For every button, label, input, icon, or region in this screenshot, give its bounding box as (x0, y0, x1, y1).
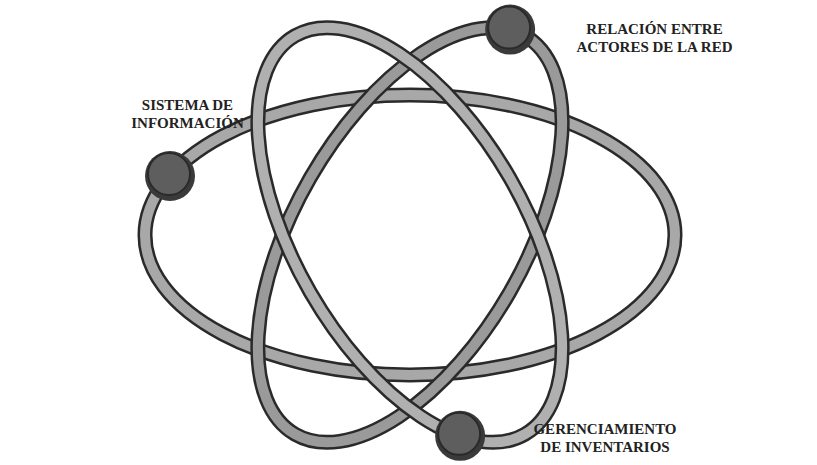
orbit-band-fill (195, 0, 624, 465)
ball-shadow (145, 151, 195, 201)
orbit-label: RELACIÓN ENTRE ACTORES DE LA RED (572, 20, 737, 56)
ball (148, 153, 190, 195)
orbit-balls (145, 5, 535, 461)
orbit-band (145, 95, 675, 375)
ball-shadow (485, 5, 535, 55)
ball-shadow (435, 411, 485, 461)
ball (488, 7, 530, 49)
orbit-band-fill (145, 95, 675, 375)
ball (438, 413, 480, 455)
orbit-band (195, 0, 624, 465)
orbit-band-fill (195, 0, 624, 465)
orbit-bands (145, 0, 675, 465)
orbit-label: SISTEMA DE INFORMACIÓN (120, 96, 255, 132)
orbit-label: GERENCIAMIENTO DE INVENTARIOS (530, 420, 680, 456)
orbit-band (195, 0, 624, 465)
